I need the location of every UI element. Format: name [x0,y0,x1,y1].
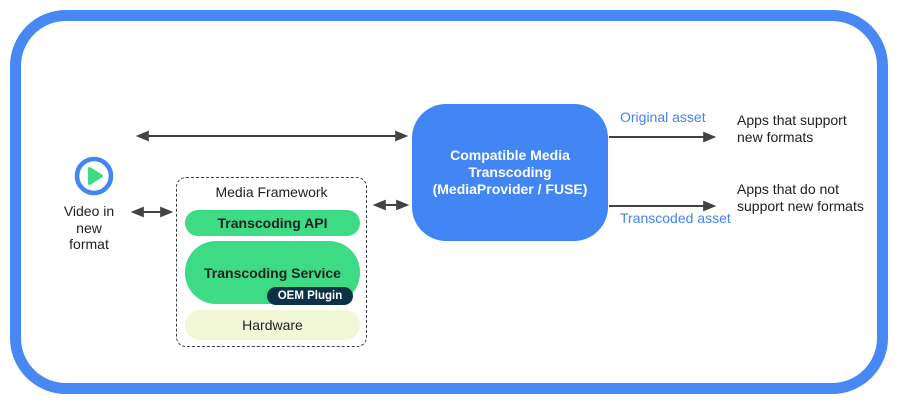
transcoding-api-label: Transcoding API [217,215,328,231]
compatible-media-transcoding-box: Compatible Media Transcoding (MediaProvi… [412,104,608,241]
transcoding-api-pill: Transcoding API [185,210,360,236]
apps-support-line1: Apps that support [737,112,847,128]
media-framework-title: Media Framework [215,184,328,200]
apps-support-label: Apps that support new formats [737,112,847,146]
video-source-label: Video in new format [54,203,124,253]
transcoder-line1: Compatible Media [450,147,570,163]
apps-no-support-line1: Apps that do not [737,181,839,197]
apps-support-line2: new formats [737,129,814,145]
transcoding-service-label: Transcoding Service [204,264,341,281]
video-source-line1: Video in [63,203,115,219]
apps-no-support-label: Apps that do not support new formats [737,181,864,215]
play-icon [72,154,116,198]
video-source-line3: format [69,236,109,252]
transcoder-line2: Transcoding [468,164,552,180]
hardware-label: Hardware [242,317,303,333]
oem-plugin-pill: OEM Plugin [267,287,353,305]
video-source-line2: new [76,219,102,236]
hardware-pill: Hardware [185,310,360,340]
apps-no-support-line2: support new formats [737,198,864,214]
transcoder-line3: (MediaProvider / FUSE) [432,181,588,197]
original-asset-label: Original asset [620,109,706,125]
transcoded-asset-label: Transcoded asset [620,210,731,226]
oem-plugin-label: OEM Plugin [277,290,343,302]
media-framework-box: Media Framework Transcoding API Transcod… [176,177,367,347]
